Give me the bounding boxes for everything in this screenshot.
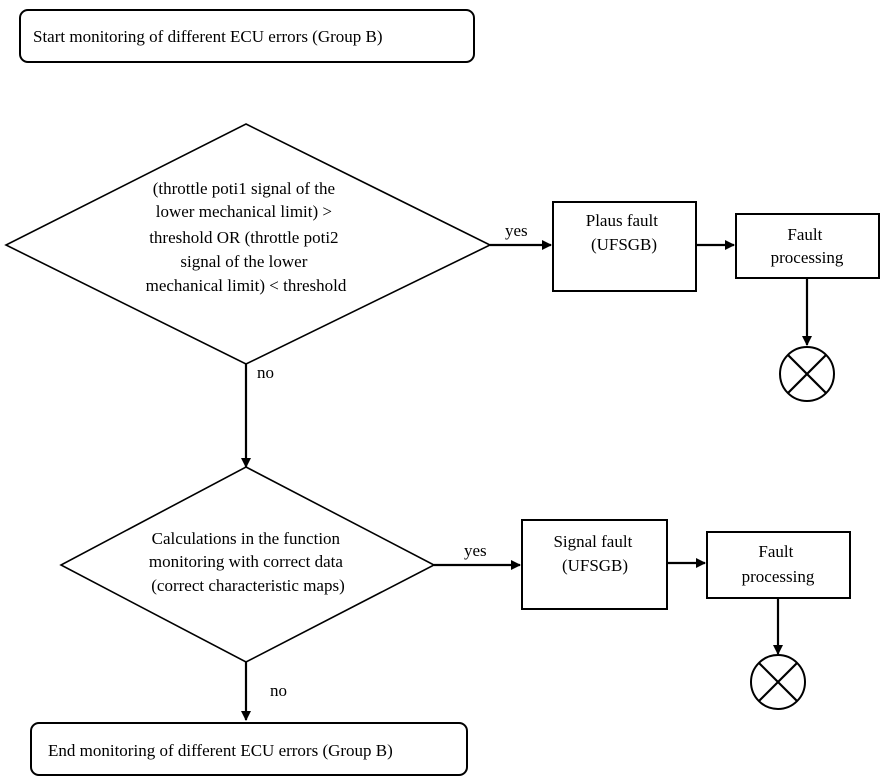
decision-1: (throttle poti1 signal of the lower mech… [4, 123, 492, 365]
yes-label-2: yes [464, 541, 487, 560]
end-box: End monitoring of different ECU errors (… [30, 722, 468, 776]
end-label: End monitoring of different ECU errors (… [48, 741, 393, 760]
fault-processing-box-2: Fault processing [706, 531, 851, 599]
yes-label-1: yes [505, 221, 528, 240]
fault-processing-1-text: Fault processing [771, 225, 844, 267]
start-label: Start monitoring of different ECU errors… [33, 27, 383, 46]
decision-1-line: threshold OR (throttle poti2 [149, 228, 338, 247]
decision-1-text: (throttle poti1 signal of the lower mech… [146, 179, 347, 295]
decision-1-line: (throttle poti1 signal of the [153, 179, 335, 198]
signal-fault-box: Signal fault (UFSGB) [521, 519, 668, 610]
decision-2-line: monitoring with correct data [149, 552, 343, 571]
terminator-1-icon [779, 346, 835, 402]
fault-processing-1-line: Fault [787, 225, 822, 244]
plaus-fault-text: Plaus fault (UFSGB) [586, 211, 663, 254]
terminator-2-icon [750, 654, 806, 710]
fault-processing-box-1: Fault processing [735, 213, 880, 279]
fault-processing-2-text: Fault processing [742, 542, 815, 586]
signal-fault-line: Signal fault [553, 532, 632, 551]
decision-2-line: (correct characteristic maps) [151, 576, 345, 595]
decision-1-line: lower mechanical limit) > [156, 202, 332, 221]
plaus-fault-line: (UFSGB) [591, 235, 657, 254]
decision-1-line: signal of the lower [180, 252, 307, 271]
fault-processing-2-line: Fault [758, 542, 793, 561]
no-label-1: no [257, 363, 274, 382]
signal-fault-text: Signal fault (UFSGB) [553, 532, 636, 575]
start-box: Start monitoring of different ECU errors… [19, 9, 475, 63]
no-label-2: no [270, 681, 287, 700]
plaus-fault-line: Plaus fault [586, 211, 659, 230]
decision-2-text: Calculations in the function monitoring … [149, 529, 347, 595]
signal-fault-line: (UFSGB) [562, 556, 628, 575]
fault-processing-2-line: processing [742, 567, 815, 586]
decision-2: Calculations in the function monitoring … [59, 466, 436, 663]
decision-1-line: mechanical limit) < threshold [146, 276, 347, 295]
plaus-fault-box: Plaus fault (UFSGB) [552, 201, 697, 292]
decision-2-line: Calculations in the function [152, 529, 341, 548]
fault-processing-1-line: processing [771, 248, 844, 267]
